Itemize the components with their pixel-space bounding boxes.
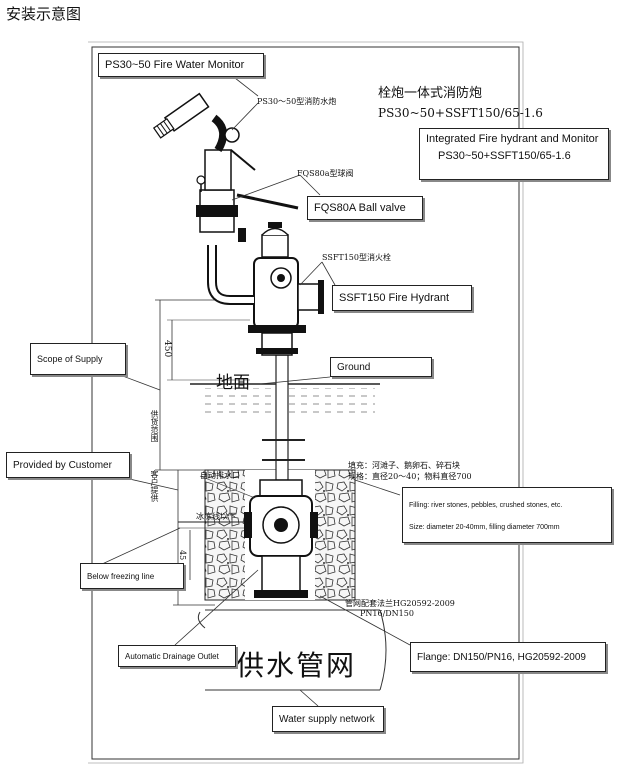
filling-cn-line1: 填充：河滩子、鹅卵石、碎石块	[348, 461, 460, 470]
flange-cn-line2: PN16/DN150	[360, 609, 414, 618]
integrated-cn-title: 栓炮一体式消防炮	[378, 86, 483, 101]
callout-scope-supply: Scope of Supply	[30, 343, 126, 375]
scope-cn-label: 供货范围	[150, 410, 159, 442]
callout-ball-valve: FQS80A Ball valve	[307, 196, 423, 220]
callout-integrated-line1: Integrated Fire hydrant and Monitor	[426, 133, 599, 145]
callout-drain-outlet: Automatic Drainage Outlet	[118, 645, 236, 667]
callout-filling-line2: Size: diameter 20-40mm, filling diameter…	[409, 524, 560, 531]
customer-cn-label: 客户提供	[150, 470, 159, 502]
dimension-450: 450	[162, 340, 172, 358]
freezing-cn-label: 冰冻线以下	[196, 512, 236, 521]
ball-valve-cn-label: FQS80a型球阀	[297, 169, 354, 178]
callout-monitor: PS30~50 Fire Water Monitor	[98, 53, 264, 77]
callout-integrated-line2: PS30~50+SSFT150/65-1.6	[438, 150, 571, 162]
ground-cn-label: 地面	[216, 373, 250, 393]
integrated-cn-model: PS30~50+SSFT150/65-1.6	[378, 106, 543, 120]
callout-hydrant: SSFT150 Fire Hydrant	[332, 285, 472, 311]
water-network-cn-label: 供水管网	[236, 649, 357, 682]
auto-drain-cn-label: 自动排水口	[200, 471, 240, 480]
dimension-45: 45	[178, 550, 187, 561]
filling-cn-line2: 规格：直径20～40；物料直径700	[348, 472, 472, 481]
flange-cn-line1: 管网配套法兰HG20592-2009	[345, 599, 455, 608]
callout-flange: Flange: DN150/PN16, HG20592-2009	[410, 642, 606, 672]
page-title: 安装示意图	[6, 5, 82, 23]
callout-freezing-line: Below freezing line	[80, 563, 184, 589]
callout-filling: Filling: river stones, pebbles, crushed …	[402, 487, 612, 543]
hydrant-cn-label: SSFT150型消火栓	[322, 253, 391, 262]
callout-water-network: Water supply network	[272, 706, 384, 732]
callout-filling-line1: Filling: river stones, pebbles, crushed …	[409, 502, 563, 509]
monitor-cn-label: PS30～50型消防水炮	[257, 97, 337, 106]
callout-integrated: Integrated Fire hydrant and Monitor PS30…	[419, 128, 609, 180]
callout-provided-customer: Provided by Customer	[6, 452, 130, 478]
callout-ground: Ground	[330, 357, 432, 377]
